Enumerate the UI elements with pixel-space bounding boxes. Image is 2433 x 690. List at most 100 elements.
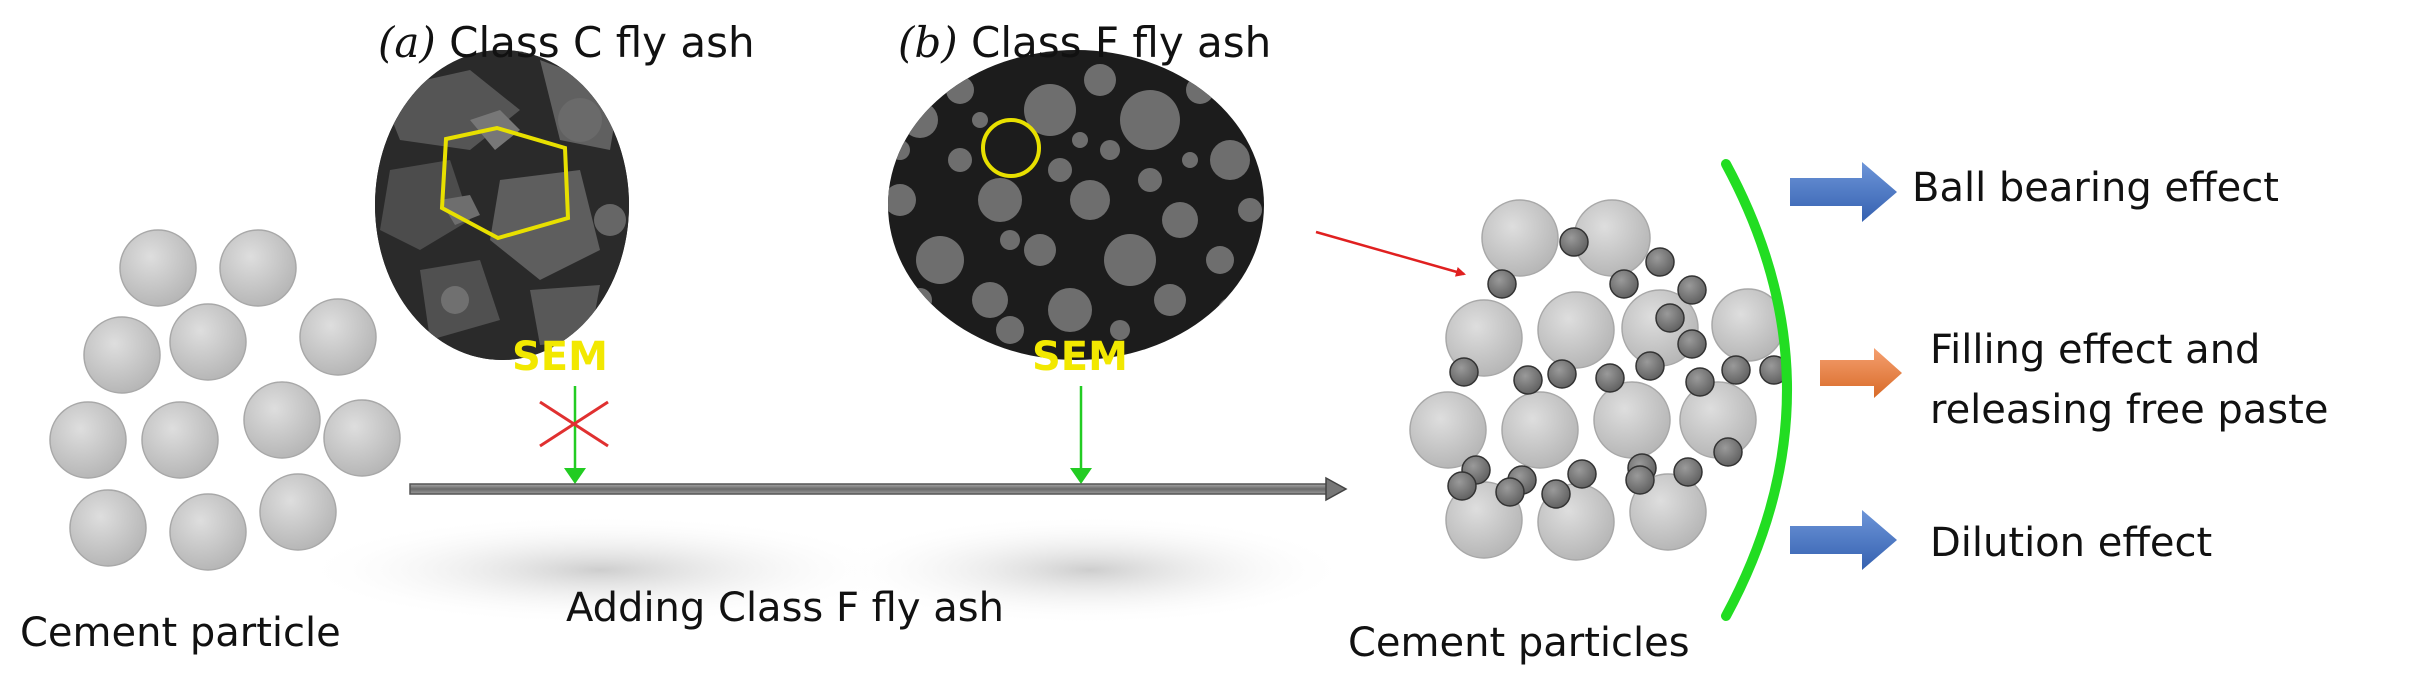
cement-particle xyxy=(169,493,247,571)
cement-particle xyxy=(1629,473,1707,551)
fly-ash-sphere xyxy=(1104,234,1156,286)
fly-ash-particle xyxy=(1513,365,1543,395)
panel-b-letter: (b) xyxy=(898,18,958,67)
fly-ash-sphere xyxy=(1162,202,1198,238)
fly-ash-particle xyxy=(1559,227,1589,257)
fly-ash-particle xyxy=(1677,329,1707,359)
cement-particle-label: Cement particle xyxy=(20,610,341,656)
cement-particle xyxy=(83,316,161,394)
angular-particle-highlight xyxy=(439,125,571,241)
effect-filling: Filling effect and releasing free paste xyxy=(1930,320,2328,440)
fly-ash-sphere xyxy=(1138,168,1162,192)
cement-particle xyxy=(69,489,147,567)
cement-particle xyxy=(1409,391,1487,469)
fly-ash-sphere xyxy=(1186,76,1214,104)
cement-particle xyxy=(259,473,337,551)
fly-ash-particle xyxy=(1635,351,1665,381)
fly-ash-sphere xyxy=(1048,288,1092,332)
fly-ash-sphere xyxy=(1110,320,1130,340)
fly-ash-sphere xyxy=(902,102,938,138)
sem-image-class-c xyxy=(375,50,629,360)
fly-ash-sphere xyxy=(888,184,916,216)
fly-ash-sphere xyxy=(1024,234,1056,266)
dilution-arrow xyxy=(1790,510,1897,570)
cement-particle xyxy=(1501,391,1579,469)
sem-image-class-f xyxy=(888,50,1264,360)
fly-ash-sphere xyxy=(1048,158,1072,182)
fly-ash-sphere xyxy=(1154,284,1186,316)
fly-ash-sphere xyxy=(1100,140,1120,160)
cement-particle xyxy=(1537,291,1615,369)
cement-particle xyxy=(1593,381,1671,459)
cement-particle xyxy=(219,229,297,307)
fly-ash-sphere xyxy=(1072,132,1088,148)
cement-particle xyxy=(49,401,127,479)
fly-ash-sphere xyxy=(1218,298,1242,322)
fly-ash-sphere xyxy=(1210,140,1250,180)
cement-particles-label: Cement particles xyxy=(1348,620,1690,666)
adding-fly-ash-label: Adding Class F fly ash xyxy=(566,585,1004,631)
fly-ash-sphere xyxy=(1070,180,1110,220)
cement-particles-with-fly-ash xyxy=(1409,199,1789,561)
cement-particle xyxy=(1481,199,1559,277)
cement-particle xyxy=(243,381,321,459)
fly-ash-particle xyxy=(1449,357,1479,387)
sem-label-a: SEM xyxy=(512,334,608,380)
cement-particle xyxy=(323,399,401,477)
cement-particle xyxy=(1445,299,1523,377)
drop-arrow-a xyxy=(564,386,586,484)
fly-ash-sphere xyxy=(946,76,974,104)
fly-ash-sphere xyxy=(1120,90,1180,150)
fly-ash-sphere xyxy=(1182,152,1198,168)
fly-ash-particle xyxy=(1495,477,1525,507)
effect-ball-bearing: Ball bearing effect xyxy=(1912,165,2279,211)
fly-ash-sphere xyxy=(1000,230,1020,250)
fly-ash-sphere xyxy=(916,236,964,284)
fly-ash-particle xyxy=(1655,303,1685,333)
fly-ash-sphere xyxy=(1084,64,1116,96)
fly-ash-particle xyxy=(1713,437,1743,467)
cement-particle-cluster xyxy=(49,229,401,571)
panel-a-label: Class C fly ash xyxy=(449,18,755,67)
panel-a-title: (a) Class C fly ash xyxy=(378,18,755,67)
adding-fly-ash-arrow xyxy=(409,476,1348,502)
cement-particle xyxy=(299,298,377,376)
fly-ash-particle xyxy=(1625,465,1655,495)
fly-ash-particle xyxy=(1567,459,1597,489)
fly-ash-particle xyxy=(1673,457,1703,487)
fly-ash-sphere xyxy=(1024,84,1076,136)
arrow-shadow-right xyxy=(830,515,1350,625)
fly-ash-particle xyxy=(1595,363,1625,393)
effect-boundary-curve xyxy=(1721,159,1792,621)
cement-particle xyxy=(141,401,219,479)
ball-bearing-arrow xyxy=(1790,162,1897,222)
arrow-shadow-left xyxy=(300,515,900,625)
fly-ash-sphere xyxy=(978,178,1022,222)
fly-ash-sphere xyxy=(1206,246,1234,274)
fly-ash-particle xyxy=(1547,359,1577,389)
effect-filling-line2: releasing free paste xyxy=(1930,387,2329,433)
fly-ash-sphere xyxy=(948,148,972,172)
spherical-particle-highlight xyxy=(981,118,1041,178)
fly-ash-particle xyxy=(1645,247,1675,277)
effect-dilution: Dilution effect xyxy=(1930,520,2213,566)
connector-arrow xyxy=(1315,230,1464,274)
fly-ash-sphere xyxy=(908,288,932,312)
fly-ash-sphere xyxy=(996,316,1024,344)
fly-ash-particle xyxy=(1541,479,1571,509)
fly-ash-sphere xyxy=(1238,198,1262,222)
fly-ash-sphere xyxy=(972,282,1008,318)
fly-ash-particle xyxy=(1609,269,1639,299)
fly-ash-sphere xyxy=(972,112,988,128)
rejected-cross xyxy=(539,400,609,448)
fly-ash-particle xyxy=(1677,275,1707,305)
effect-filling-line1: Filling effect and xyxy=(1930,327,2261,373)
filling-effect-arrow xyxy=(1820,348,1902,398)
drop-arrow-b xyxy=(1070,386,1092,484)
cement-particle xyxy=(119,229,197,307)
fly-ash-particle xyxy=(1487,269,1517,299)
panel-a-letter: (a) xyxy=(378,18,436,67)
fly-ash-sphere xyxy=(890,140,910,160)
cement-particle xyxy=(169,303,247,381)
